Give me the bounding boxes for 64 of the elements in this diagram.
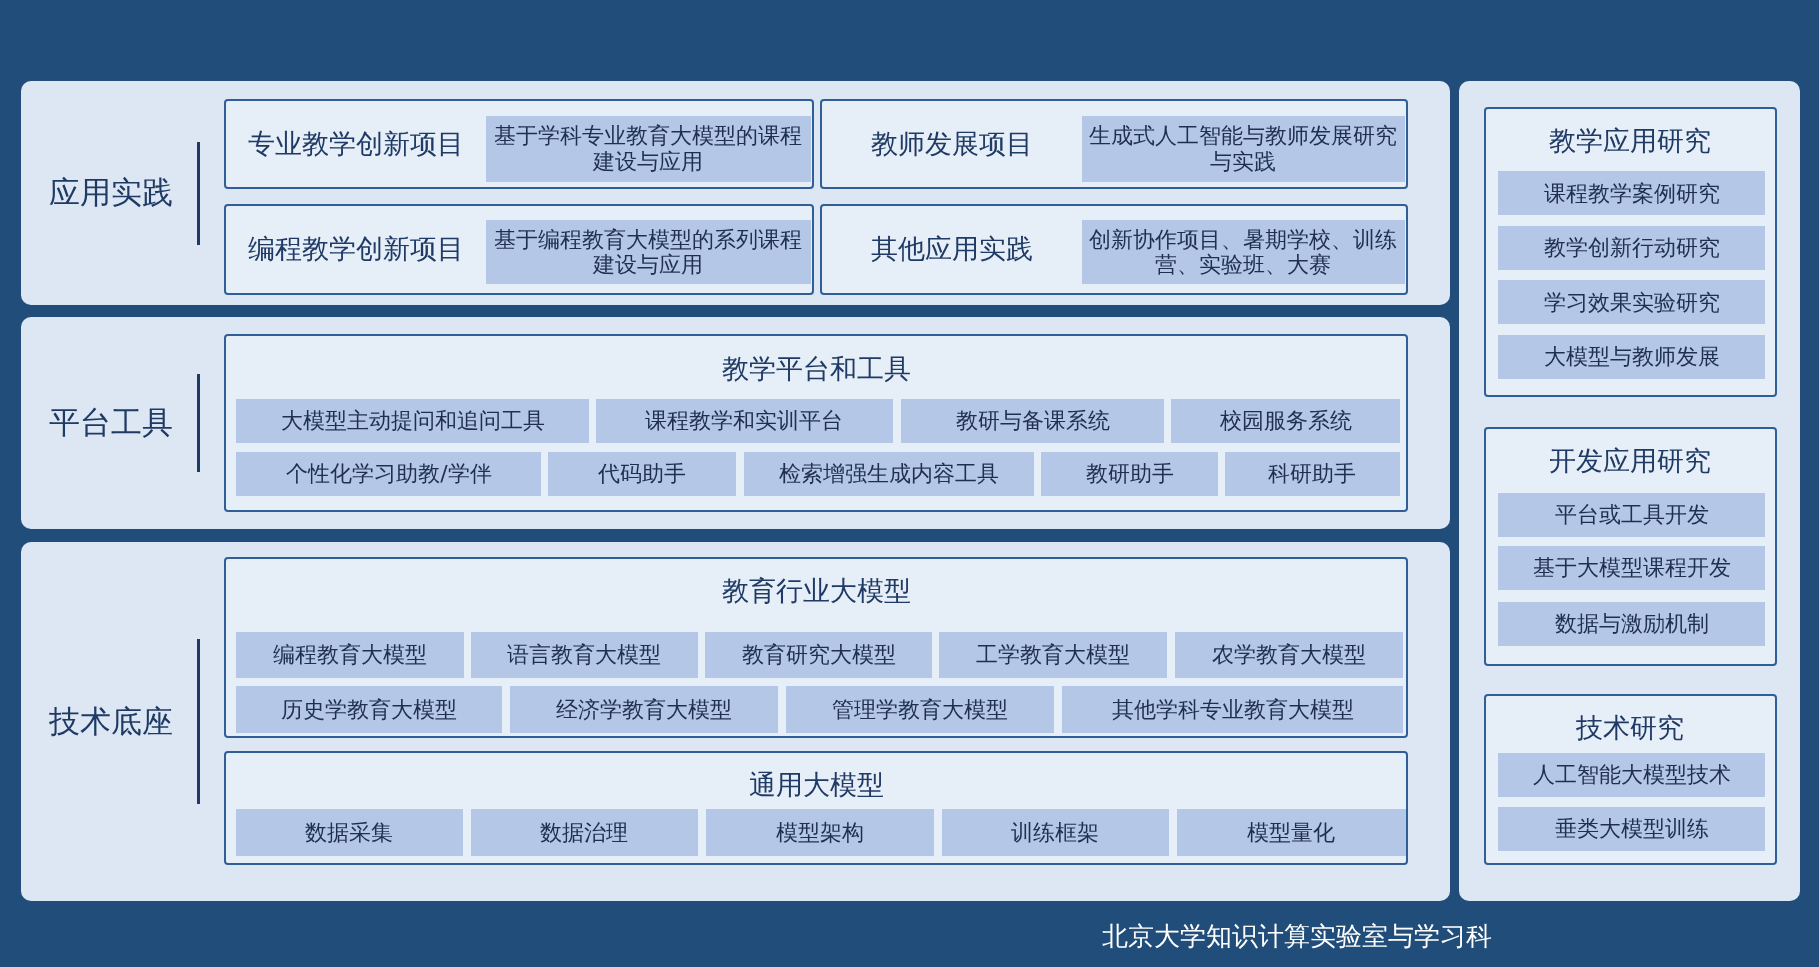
item-box: 数据采集 xyxy=(236,809,463,856)
item-box: 平台或工具开发 xyxy=(1498,492,1766,537)
item-box: 数据与激励机制 xyxy=(1498,601,1766,646)
layer-title: 应用实践 xyxy=(48,173,175,213)
layer-title: 技术底座 xyxy=(48,701,175,741)
item-box: 检索增强生成内容工具 xyxy=(744,452,1035,497)
group-box xyxy=(1483,106,1778,397)
item-box: 训练框架 xyxy=(941,809,1169,856)
item-box: 基于大模型课程开发 xyxy=(1498,546,1766,591)
project-title: 专业教学创新项目 xyxy=(246,126,465,161)
layer-panel xyxy=(20,316,1451,529)
item-box: 基于编程教育大模型的系列课程建设与应用 xyxy=(485,220,811,284)
group-box xyxy=(223,204,815,295)
item-box: 教育研究大模型 xyxy=(705,631,933,679)
item-box: 编程教育大模型 xyxy=(236,631,464,679)
item-box: 学习效果实验研究 xyxy=(1498,280,1766,325)
item-box: 管理学教育大模型 xyxy=(786,686,1055,733)
group-title: 教学平台和工具 xyxy=(720,351,912,386)
group-box xyxy=(223,98,815,190)
layer-panel xyxy=(20,541,1451,902)
item-box: 大模型与教师发展 xyxy=(1498,334,1766,379)
item-box: 基于学科专业教育大模型的课程建设与应用 xyxy=(485,115,811,182)
group-title: 教育行业大模型 xyxy=(720,574,912,609)
item-box: 数据治理 xyxy=(470,809,698,856)
item-box: 人工智能大模型技术 xyxy=(1498,752,1766,797)
group-title: 技术研究 xyxy=(1575,711,1686,746)
item-box: 课程教学案例研究 xyxy=(1498,171,1766,216)
item-box: 创新协作项目、暑期学校、训练营、实验班、大赛 xyxy=(1082,220,1405,284)
item-box: 生成式人工智能与教师发展研究与实践 xyxy=(1082,115,1405,182)
group-box xyxy=(1483,426,1778,666)
item-box: 农学教育大模型 xyxy=(1174,631,1404,679)
group-box xyxy=(223,750,1409,866)
project-title: 编程教学创新项目 xyxy=(246,232,465,267)
side-panel xyxy=(1459,81,1801,902)
item-box: 教研与备课系统 xyxy=(901,398,1165,443)
group-box xyxy=(820,98,1409,190)
group-title: 开发应用研究 xyxy=(1548,444,1713,479)
footer-text: 北京大学知识计算实验室与学习科 xyxy=(1102,919,1493,953)
project-title: 教师发展项目 xyxy=(870,126,1035,161)
item-box: 校园服务系统 xyxy=(1171,398,1400,443)
layer-panel xyxy=(20,81,1451,306)
item-box: 模型量化 xyxy=(1177,809,1406,856)
item-box: 课程教学和实训平台 xyxy=(595,398,893,443)
project-title: 其他应用实践 xyxy=(870,232,1035,267)
item-box: 经济学教育大模型 xyxy=(510,686,779,733)
item-box: 个性化学习助教/学伴 xyxy=(236,452,542,497)
item-box: 大模型主动提问和追问工具 xyxy=(236,398,589,443)
item-box: 教学创新行动研究 xyxy=(1498,225,1766,270)
item-box: 语言教育大模型 xyxy=(470,631,698,679)
group-box xyxy=(1483,693,1778,866)
group-box xyxy=(223,334,1409,512)
item-box: 历史学教育大模型 xyxy=(236,686,502,733)
item-box: 科研助手 xyxy=(1224,452,1400,497)
item-box: 模型架构 xyxy=(706,809,934,856)
item-box: 教研助手 xyxy=(1041,452,1218,497)
layer-title: 平台工具 xyxy=(48,402,175,442)
group-title: 通用大模型 xyxy=(747,768,885,802)
item-box: 代码助手 xyxy=(548,452,737,497)
item-box: 垂类大模型训练 xyxy=(1498,807,1766,852)
group-box xyxy=(223,556,1409,738)
group-box xyxy=(820,204,1409,295)
item-box: 其他学科专业教育大模型 xyxy=(1062,686,1404,733)
group-title: 教学应用研究 xyxy=(1548,124,1713,159)
item-box: 工学教育大模型 xyxy=(939,631,1167,679)
